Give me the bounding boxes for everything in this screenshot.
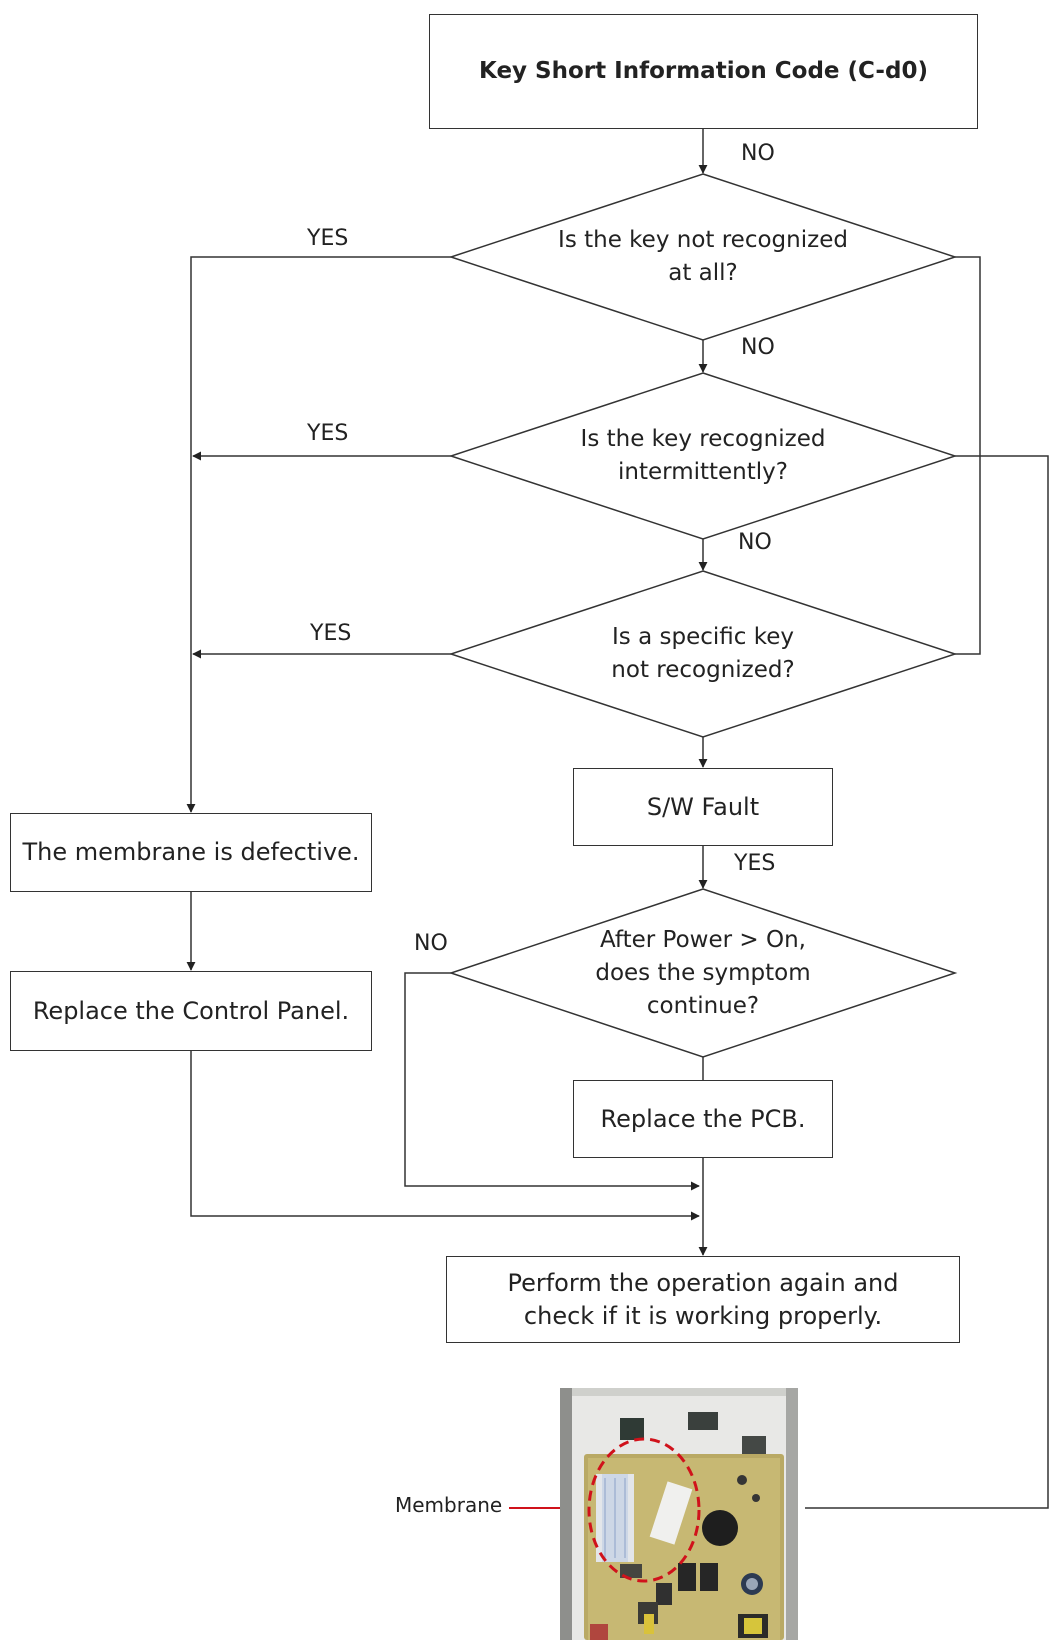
label-no-d2: NO [738,530,772,555]
decision-2-text: Is the key recognized intermittently? [511,421,895,491]
sw-fault-text: S/W Fault [646,792,760,821]
label-no-top: NO [741,141,775,166]
label-yes-d2: YES [307,421,349,446]
sw-fault-box: S/W Fault [573,768,833,846]
replace-pcb-text: Replace the PCB. [600,1104,806,1133]
decision-3-text: Is a specific key not recognized? [511,619,895,689]
decision-3-line-2: not recognized? [611,657,795,683]
decision-2-line-2: intermittently? [618,459,788,485]
membrane-callout-label: Membrane [395,1493,503,1517]
decision-1-text: Is the key not recognized at all? [511,222,895,292]
title-box-text: Key Short Information Code (C-d0) [479,58,928,84]
label-no-d4: NO [414,931,448,956]
membrane-defective-text: The membrane is defective. [22,838,360,866]
membrane-defective-box: The membrane is defective. [10,813,372,892]
pcb-photo [560,1388,798,1640]
decision-4-text: After Power > On, does the symptom continu… [511,921,895,1025]
decision-2-line-1: Is the key recognized [580,426,826,452]
perform-again-box: Perform the operation again and check if … [446,1256,960,1343]
arrow-d4-no-join [404,972,700,1191]
label-no-d1: NO [741,335,775,360]
replace-control-panel-text: Replace the Control Panel. [32,996,350,1025]
arrow-d1-yes-to-membrane [186,256,451,813]
arrow-replace-panel-join [190,1051,700,1221]
label-yes-d1: YES [307,226,349,251]
decision-4-line-2: does the symptom [595,959,811,986]
label-yes-sw: YES [734,851,776,876]
label-yes-d3: YES [310,621,352,646]
membrane-callout-line [509,1501,563,1515]
decision-3-line-1: Is a specific key [612,624,794,650]
decision-4-line-1: After Power > On, [600,926,806,953]
decision-1-line-2: at all? [668,260,738,286]
line-d2-right-to-photo [805,455,1049,1509]
decision-4-line-3: continue? [646,992,760,1019]
pcb-photo-illustration [560,1388,798,1640]
perform-again-line-2: check if it is working properly. [523,1301,883,1330]
perform-again-line-1: Perform the operation again and [507,1268,899,1297]
title-box: Key Short Information Code (C-d0) [429,14,978,129]
decision-1-line-1: Is the key not recognized [558,227,848,253]
replace-pcb-box: Replace the PCB. [573,1080,833,1158]
replace-control-panel-box: Replace the Control Panel. [10,971,372,1051]
